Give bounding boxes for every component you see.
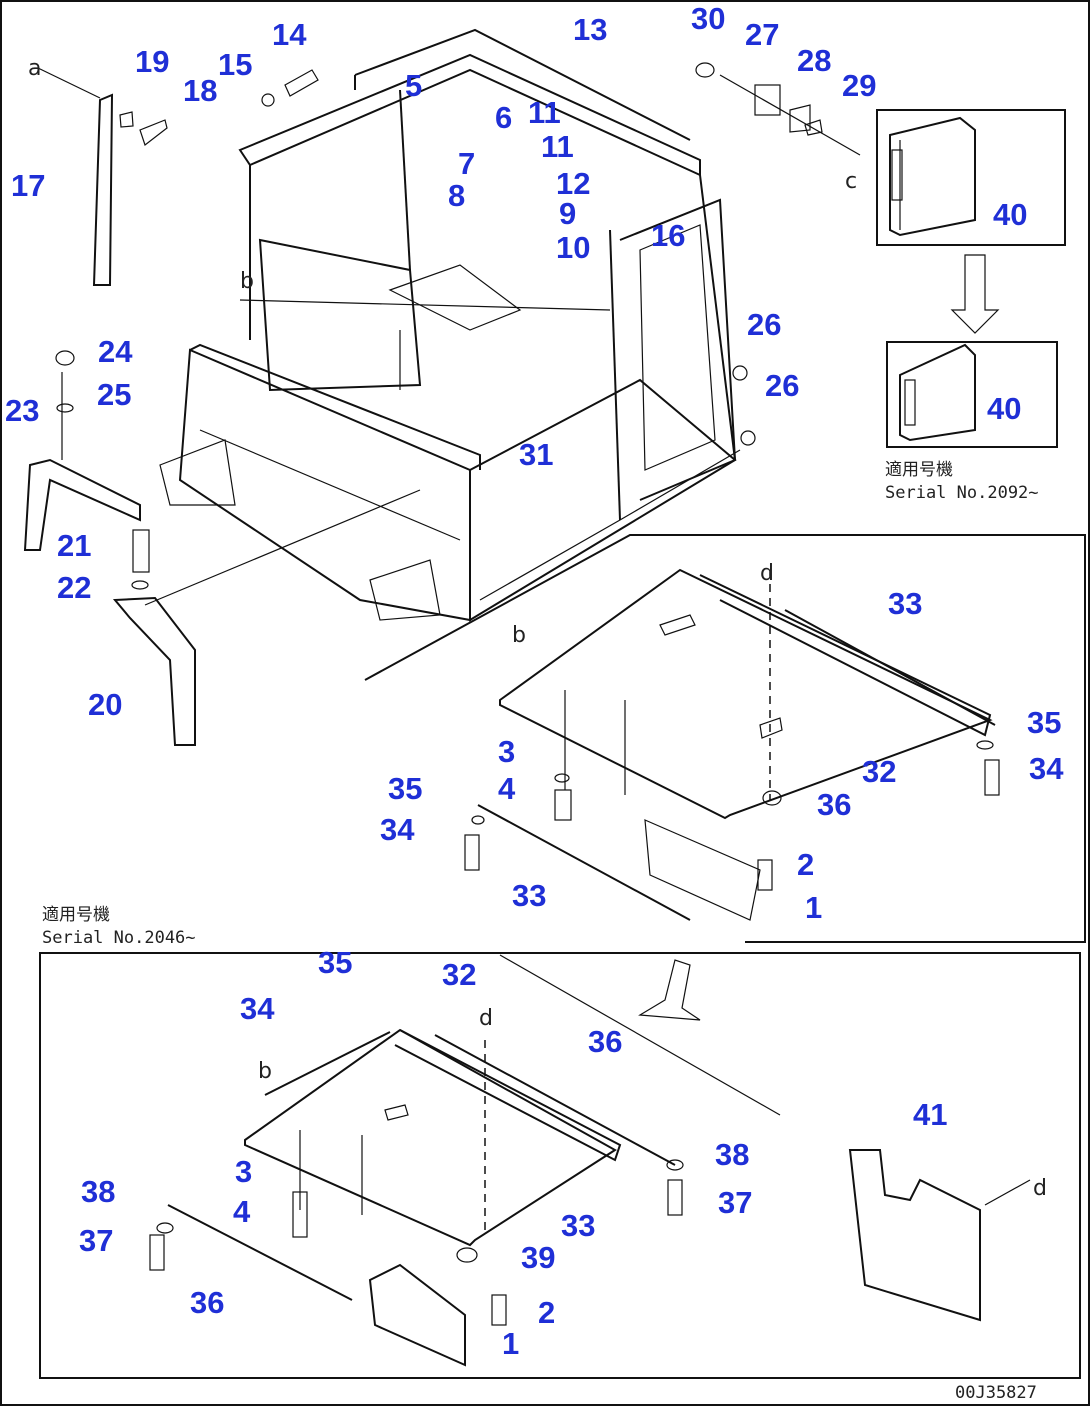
parts-14-15-bolt [261, 69, 319, 107]
callout-3a: 3 [498, 734, 515, 769]
serial-mid: Serial No.2046~ [42, 928, 196, 948]
part-26-clips [732, 365, 756, 446]
callout-13: 13 [573, 12, 607, 47]
callout-33c: 33 [561, 1208, 595, 1243]
callout-8: 8 [448, 178, 465, 213]
serial-top: Serial No.2092~ [885, 483, 1039, 503]
part-36-strip-lower [167, 1031, 676, 1301]
lower-section-frame [39, 952, 1081, 1379]
callout-26a: 26 [747, 307, 781, 342]
part-40-box-lower [886, 341, 1058, 448]
callout-37b: 37 [79, 1223, 113, 1258]
letter-b-low: b [258, 1059, 272, 1084]
callout-36c: 36 [190, 1285, 224, 1320]
callout-34a: 34 [1029, 751, 1064, 786]
callout-38b: 38 [81, 1174, 115, 1209]
letter-a-top: a [28, 56, 41, 81]
cab-frame [159, 28, 741, 622]
callout-23: 23 [5, 393, 39, 428]
letter-b-top: b [240, 269, 254, 294]
callout-37a: 37 [718, 1185, 752, 1220]
callout-32a: 32 [862, 754, 896, 789]
callout-30: 30 [691, 1, 725, 36]
callout-4b: 4 [233, 1194, 251, 1229]
part-40-box-upper [876, 109, 1066, 246]
part-33-strip-mid [477, 609, 996, 921]
callout-6: 6 [495, 100, 512, 135]
callout-11a: 11 [528, 95, 561, 130]
callout-35b: 35 [388, 771, 422, 806]
serial-notes: 適用号機 Serial No.2092~ 適用号機 Serial No.2046… [42, 460, 1039, 1403]
callout-2a: 2 [797, 847, 814, 882]
callout-22: 22 [57, 570, 91, 605]
callout-33a: 33 [888, 586, 922, 621]
callout-31: 31 [519, 437, 553, 472]
mid-fasteners [464, 740, 1000, 891]
part-32-floor-plate-mid [499, 568, 993, 921]
callout-28: 28 [797, 43, 831, 78]
middle-section-frame [364, 534, 1086, 943]
part-20-bracket [112, 489, 421, 746]
callout-27: 27 [745, 17, 779, 52]
callout-41: 41 [913, 1097, 947, 1132]
callout-21: 21 [57, 528, 91, 563]
callout-32b: 32 [442, 957, 476, 992]
callout-40a: 40 [993, 197, 1027, 232]
serial-top-jp: 適用号機 [885, 460, 953, 480]
callout-36a: 36 [817, 787, 851, 822]
lower-fasteners [149, 1159, 684, 1326]
part-41-cover [848, 1149, 1031, 1322]
letter-b-mid: b [512, 623, 526, 648]
callout-25: 25 [97, 377, 131, 412]
callout-20: 20 [88, 687, 122, 722]
callout-1b: 1 [502, 1326, 519, 1361]
callout-24: 24 [98, 334, 133, 369]
callout-29: 29 [842, 68, 876, 103]
letter-d-mid: d [760, 561, 774, 586]
letter-c-top: c [845, 169, 857, 194]
callout-15: 15 [218, 47, 252, 82]
arrow-down [950, 254, 1000, 334]
callout-16: 16 [651, 218, 685, 253]
part-32-floor-plate-lower [244, 1028, 622, 1247]
callout-38a: 38 [715, 1137, 749, 1172]
callout-19: 19 [135, 44, 169, 79]
part-17-cover-strip [37, 67, 168, 286]
callout-3b: 3 [235, 1154, 252, 1189]
callout-26b: 26 [765, 368, 799, 403]
letter-d-low: d [479, 1006, 493, 1031]
callout-9: 9 [559, 196, 576, 231]
part-21-bolt [131, 529, 150, 590]
callout-4a: 4 [498, 771, 516, 806]
callout-34b: 34 [380, 812, 415, 847]
callout-2b: 2 [538, 1295, 555, 1330]
callout-40b: 40 [987, 391, 1021, 426]
drawing-code: 00J35827 [955, 1383, 1037, 1403]
part-23-bracket [23, 350, 141, 551]
callout-34c: 34 [240, 991, 275, 1026]
connector-letters: a b c b d b d d [28, 56, 1047, 1201]
callout-1a: 1 [805, 890, 822, 925]
callout-35c: 35 [318, 945, 352, 980]
callout-36b: 36 [588, 1024, 622, 1059]
callout-5: 5 [405, 68, 422, 103]
callout-10: 10 [556, 230, 590, 265]
serial-mid-jp: 適用号機 [42, 905, 110, 925]
parts-27-30-light-assembly [695, 62, 861, 156]
callout-11b: 11 [541, 129, 574, 164]
callout-12: 12 [556, 166, 590, 201]
callout-18: 18 [183, 73, 217, 108]
callout-17: 17 [11, 168, 45, 203]
callout-33b: 33 [512, 878, 546, 913]
callout-35a: 35 [1027, 705, 1061, 740]
callout-7: 7 [458, 146, 475, 181]
callout-14: 14 [272, 17, 307, 52]
callout-39: 39 [521, 1240, 555, 1275]
letter-d-41: d [1033, 1176, 1047, 1201]
callout-labels: 14 19 15 18 17 13 5 11 6 11 7 8 12 9 10 … [5, 1, 1064, 1361]
part-1-cover-lower [368, 1263, 466, 1367]
